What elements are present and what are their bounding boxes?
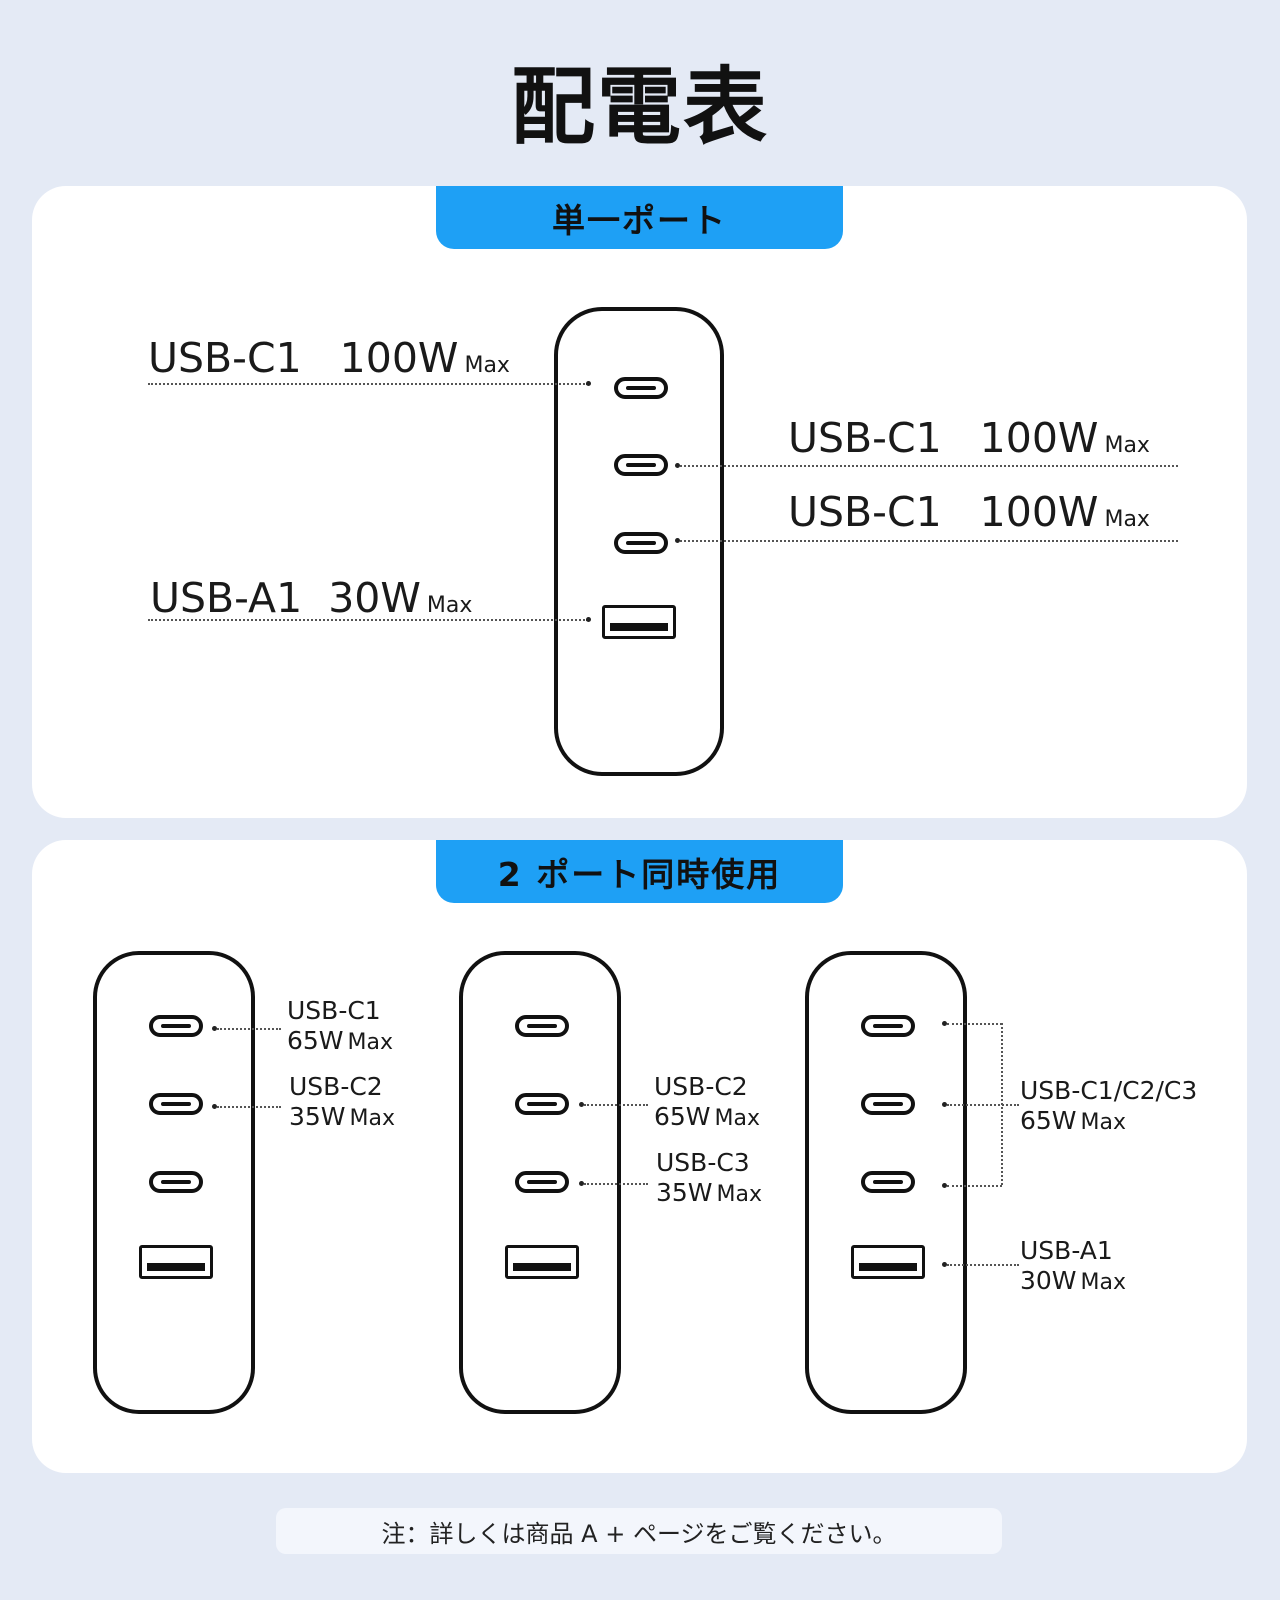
leader-dot [675,463,680,468]
leader-line [947,1264,1019,1266]
leader-dot [579,1181,584,1186]
leader-dot [942,1183,947,1188]
leader-bracket [1001,1023,1003,1185]
leader-dot [579,1102,584,1107]
leader-line [217,1106,281,1108]
charger-diagram-config-1 [93,951,255,1414]
leader-line [947,1185,1002,1187]
usb-c2-port [614,454,668,476]
leader-dot [942,1021,947,1026]
page-title: 配電表 [510,58,769,156]
leader-line [148,619,588,621]
usb-a1-port [505,1245,579,1279]
usb-c3-port [149,1171,203,1193]
leader-line [217,1028,281,1030]
leader-line [947,1023,1002,1025]
leader-dot [675,538,680,543]
usb-c1-port [515,1015,569,1037]
charger-diagram-config-2 [459,951,621,1414]
leader-dot [212,1104,217,1109]
tab-dual-port: 2 ポート同時使用 [436,840,843,903]
leader-dot [942,1102,947,1107]
usb-c3-port [614,532,668,554]
usb-c3-port [861,1171,915,1193]
usb-c2-port [861,1093,915,1115]
leader-line [947,1104,1019,1106]
usb-a1-port [851,1245,925,1279]
leader-line [680,465,1178,467]
leader-line [584,1104,648,1106]
footnote: 注：詳しくは商品 A + ページをご覧ください。 [276,1508,1002,1554]
tab-single-port: 単一ポート [436,186,843,249]
usb-c1-port [149,1015,203,1037]
usb-c2-port [515,1093,569,1115]
leader-dot [942,1262,947,1267]
usb-c1-port [614,377,668,399]
charger-diagram-config-3 [805,951,967,1414]
leader-dot [212,1026,217,1031]
leader-line [584,1183,648,1185]
leader-line [148,383,588,385]
usb-a1-port [139,1245,213,1279]
usb-c2-port [149,1093,203,1115]
usb-c1-port [861,1015,915,1037]
leader-dot [586,617,591,622]
usb-c3-port [515,1171,569,1193]
leader-line [680,540,1178,542]
leader-dot [586,381,591,386]
usb-a1-port [602,605,676,639]
